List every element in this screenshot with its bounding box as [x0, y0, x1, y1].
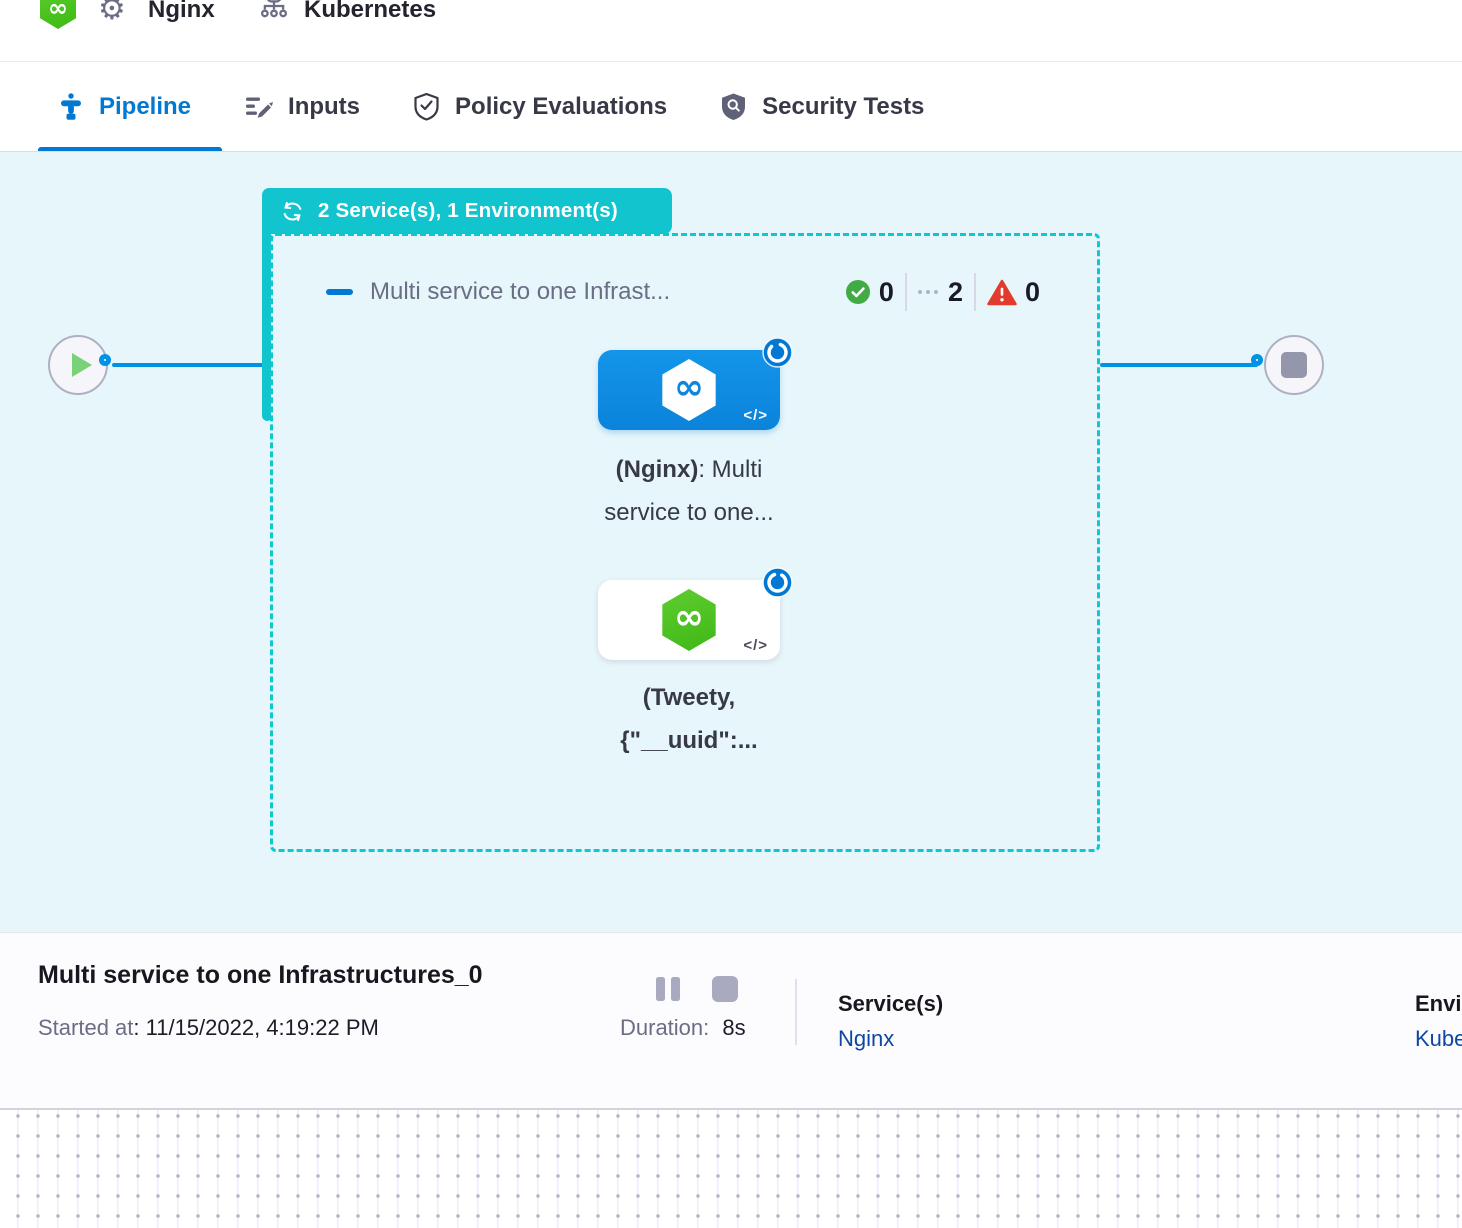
stage-title[interactable]: Multi service to one Infrast...	[370, 278, 671, 305]
duration-label: Duration:	[620, 1015, 710, 1040]
count-divider	[973, 273, 976, 311]
code-glyph: </>	[743, 637, 768, 654]
stage-header: Multi service to one Infrast... 0 2 0	[326, 270, 1040, 314]
policy-shield-icon	[414, 92, 439, 121]
environments-label: Environment(s)	[1415, 991, 1462, 1016]
started-at-row: Started at: 11/15/2022, 4:19:22 PM	[38, 1015, 379, 1041]
pipeline-canvas[interactable]: 2 Service(s), 1 Environment(s) Multi ser…	[0, 152, 1462, 932]
infinity-glyph: ∞	[48, 0, 68, 22]
services-label: Service(s)	[838, 991, 944, 1016]
redeploy-cycle-icon	[283, 201, 302, 221]
footer-divider	[795, 979, 797, 1045]
node-nginx-label-line2: service to one...	[604, 499, 774, 526]
code-glyph: </>	[743, 407, 768, 424]
stage-status-counts: 0 2 0	[845, 273, 1040, 311]
node-nginx-card[interactable]: ∞ </>	[598, 350, 780, 430]
duration-value: 8s	[722, 1015, 746, 1040]
node-nginx-name: (Nginx)	[615, 456, 699, 483]
execution-tabbar: Pipeline Inputs Policy Evaluations	[0, 62, 1462, 152]
connector-dot-end	[1251, 354, 1263, 366]
console-grid-area[interactable]	[0, 1108, 1462, 1228]
inputs-icon	[246, 97, 274, 118]
stage-group-strip	[262, 188, 271, 421]
tab-inputs-label: Inputs	[288, 92, 361, 120]
pipeline-icon	[61, 93, 81, 120]
node-tweety-label-line1: (Tweety,	[642, 684, 736, 711]
failed-warning-icon	[987, 279, 1017, 305]
stage-badge-label: 2 Service(s), 1 Environment(s)	[318, 199, 618, 222]
connector-dot-start	[99, 354, 111, 366]
environment-link-kubernetes[interactable]: Kubernetes	[1415, 1026, 1462, 1051]
pause-button[interactable]	[656, 977, 680, 1001]
environments-column: Environment(s) Kubernetes	[1415, 991, 1462, 1052]
duration-row: Duration: 8s	[620, 1015, 746, 1041]
infinity-glyph: ∞	[674, 597, 704, 638]
running-dots-icon	[917, 290, 938, 294]
active-tab-underline	[38, 147, 222, 151]
node-tweety-label: (Tweety, {"__uuid":...	[554, 676, 824, 762]
security-shield-icon	[722, 93, 746, 120]
success-count: 0	[878, 276, 894, 307]
services-column: Service(s) Nginx	[838, 991, 943, 1052]
harness-logo-icon: ∞	[40, 0, 76, 29]
stop-icon	[1281, 352, 1307, 378]
execution-title: Multi service to one Infrastructures_0	[38, 961, 483, 989]
harness-service-icon: ∞	[662, 589, 716, 651]
abort-button[interactable]	[712, 976, 738, 1002]
edge-start-to-stage	[112, 363, 264, 367]
node-nginx-label: (Nginx): Multi service to one...	[554, 448, 824, 534]
count-divider	[904, 273, 907, 311]
running-count: 2	[947, 276, 963, 307]
collapse-minus-icon[interactable]	[326, 289, 353, 295]
service-link-nginx[interactable]: Nginx	[838, 1026, 895, 1051]
play-icon	[71, 353, 92, 377]
success-check-icon	[845, 280, 870, 304]
node-tweety-card[interactable]: ∞ </>	[598, 580, 780, 660]
running-spinner-badge	[762, 567, 793, 598]
execution-context-bar: ∞ ⚙ Nginx Kubernetes	[0, 0, 1462, 62]
tab-security-tests[interactable]: Security Tests	[720, 92, 924, 121]
gear-icon[interactable]: ⚙	[98, 0, 126, 27]
start-node	[48, 335, 108, 395]
started-at-value: : 11/15/2022, 4:19:22 PM	[133, 1015, 379, 1040]
tab-inputs[interactable]: Inputs	[244, 93, 360, 121]
context-environment-name: Kubernetes	[304, 0, 437, 23]
stage-group-badge[interactable]: 2 Service(s), 1 Environment(s)	[262, 188, 672, 234]
tab-pipeline[interactable]: Pipeline	[58, 93, 191, 121]
tab-pipeline-label: Pipeline	[99, 92, 192, 120]
end-node	[1264, 335, 1324, 395]
execution-summary-bar: Multi service to one Infrastructures_0 S…	[0, 932, 1462, 1108]
context-service-name: Nginx	[148, 0, 215, 23]
edge-stage-to-end	[1100, 363, 1258, 367]
running-spinner-badge	[762, 337, 793, 368]
failed-count: 0	[1024, 276, 1040, 307]
tab-security-tests-label: Security Tests	[762, 92, 925, 120]
harness-service-icon: ∞	[662, 359, 716, 421]
stage-group-box	[270, 233, 1100, 852]
node-nginx-name-rest: : Multi	[698, 456, 763, 483]
node-tweety-label-line2: {"__uuid":...	[620, 727, 758, 754]
tab-policy-evaluations[interactable]: Policy Evaluations	[413, 92, 667, 121]
tab-policy-evaluations-label: Policy Evaluations	[455, 92, 668, 120]
environment-cluster-icon	[260, 0, 288, 18]
infinity-glyph: ∞	[674, 367, 704, 408]
started-at-label: Started at	[38, 1015, 134, 1040]
